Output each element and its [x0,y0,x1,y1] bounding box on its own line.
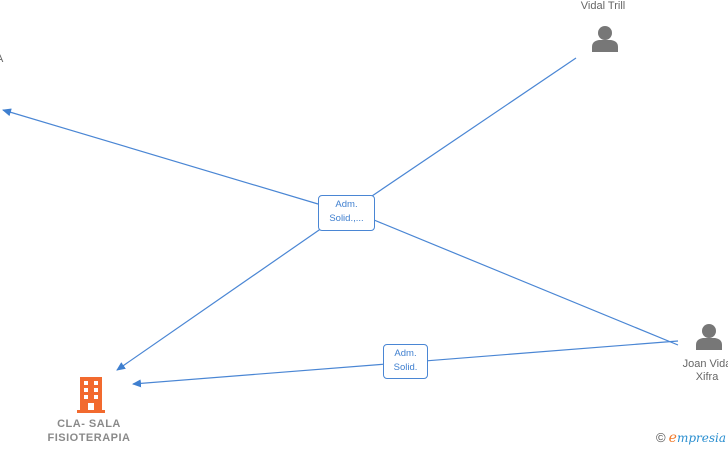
watermark: ©empresia [656,430,726,446]
edge-joan-center [373,219,679,346]
edge-label-center-line1: Adm. [335,199,358,210]
left-node-label[interactable]: A [0,53,3,66]
edge-label-bottom-line2: Solid. [393,362,418,373]
copyright-symbol: © [656,430,666,445]
edge-center-left [2,108,319,205]
joan-vidal-label-line1: Joan Vida [682,358,728,370]
joan-vidal-label-line2: Xifra [695,371,719,383]
edge-vidal-trill-center [371,57,577,197]
company-label-line2: FISIOTERAPIA [47,432,131,444]
company-label-line1: CLA- SALA [57,418,121,430]
edge-label-center-line2: Solid.,... [329,213,364,224]
edge-label-center[interactable]: Adm. Solid.,... [318,195,375,231]
vidal-trill-label[interactable]: Vidal Trill [580,0,626,12]
edge-center-company [116,227,323,371]
brand-initial: e [668,430,677,446]
edge-label-bottom-line1: Adm. [394,348,417,359]
building-icon[interactable] [77,377,105,413]
edge-label-bottom[interactable]: Adm. Solid. [383,344,428,379]
joan-vidal-label[interactable]: Joan Vida Xifra [672,358,728,384]
brand-name: mpresia [676,431,726,445]
company-label[interactable]: CLA- SALA FISIOTERAPIA [30,417,148,445]
person-icon[interactable] [590,24,620,52]
person-icon[interactable] [694,322,724,350]
